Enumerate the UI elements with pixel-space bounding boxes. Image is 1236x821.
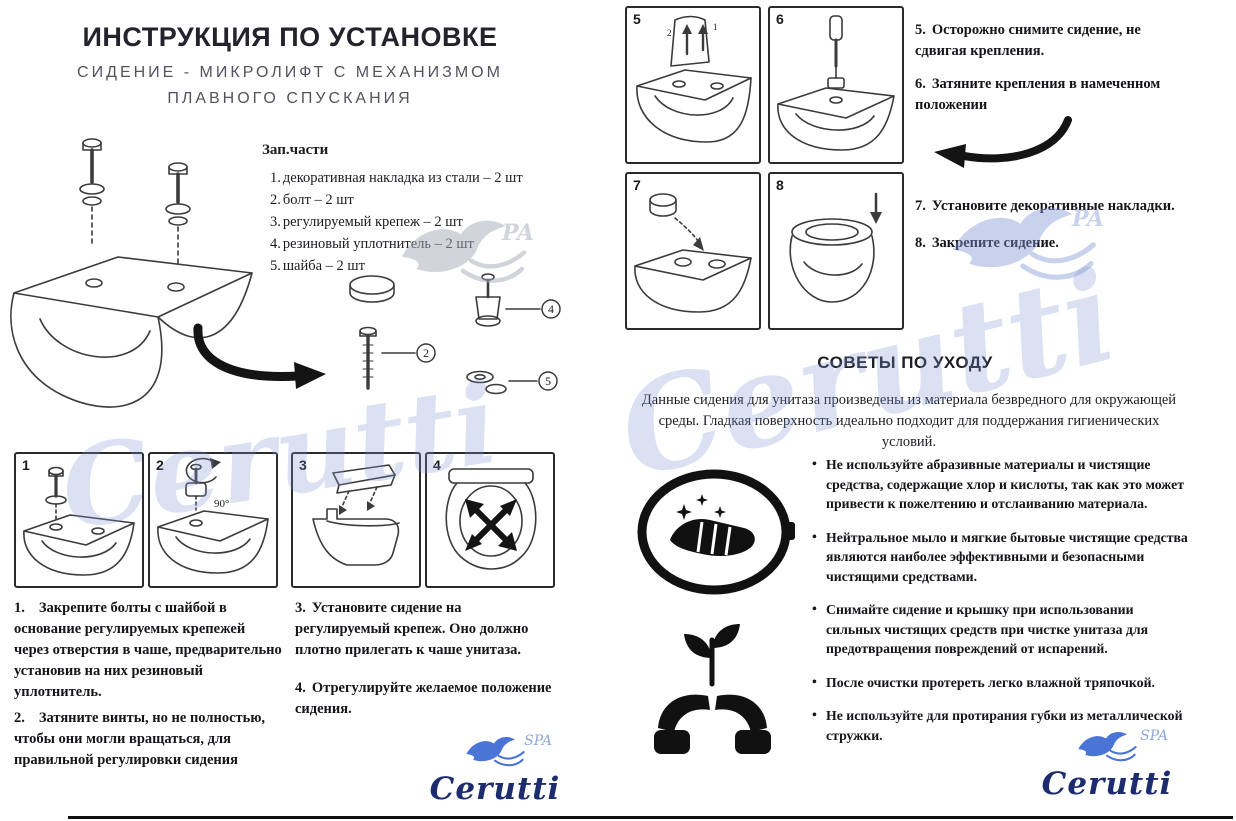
step-box-number: 4: [433, 457, 441, 473]
step-text-4: 4.Отрегулируйте желаемое положение сиден…: [295, 680, 552, 717]
page-title: ИНСТРУКЦИЯ ПО УСТАНОВКЕ: [82, 22, 498, 52]
list-item: 3.регулируемый крепеж – 2 шт: [270, 214, 463, 230]
list-item: Не используйте для протирания губки из м…: [812, 705, 1190, 745]
step-5-drawing: 2 1: [636, 15, 752, 143]
box5-mark-a: 2: [667, 28, 672, 38]
cerutti-logo: SPA Cerutti: [1028, 728, 1186, 802]
step-4-drawing: [445, 468, 537, 570]
logo-wordmark: Cerutti: [1041, 766, 1173, 802]
step-7-drawing: [634, 193, 752, 313]
step-text-8: 8.Закрепите сидение.: [915, 235, 1059, 251]
spare-parts-list: Зап.части 1.декоративная накладка из ста…: [262, 142, 562, 277]
bird-icon: [1075, 728, 1139, 770]
box5-mark-b: 1: [713, 22, 718, 32]
logo-spa-text: SPA: [524, 733, 552, 749]
cerutti-logo: SPA Cerutti: [420, 733, 570, 807]
step-2-drawing: 90°: [157, 457, 269, 574]
list-item: 2.болт – 2 шт: [270, 192, 354, 208]
eco-hands-icon: [650, 612, 775, 762]
step-box-3: 3: [291, 452, 421, 588]
step-3-drawing: [312, 464, 400, 566]
curved-arrow-icon: [186, 320, 336, 395]
step-box-number: 2: [156, 457, 164, 473]
step-box-number: 8: [776, 177, 784, 193]
step-box-5: 5 2 1: [625, 6, 761, 164]
step-box-number: 5: [633, 11, 641, 27]
parts-callout-diagram: 2 4 5: [330, 265, 580, 410]
callout-bolt: 2: [423, 346, 429, 360]
step-1-drawing: [23, 466, 135, 576]
list-item: 1.декоративная накладка из стали – 2 шт: [270, 170, 523, 186]
page-subtitle: СИДЕНИЕ - МИКРОЛИФТ С МЕХАНИЗМОМ ПЛАВНОГ…: [40, 60, 540, 112]
step-box-1: 1: [14, 452, 144, 588]
angle-label: 90°: [214, 498, 229, 510]
step-text-1: 1.Закрепите болты с шайбой в основание р…: [14, 600, 282, 700]
list-item: Не используйте абразивные материалы и чи…: [812, 454, 1190, 514]
callout-gasket: 4: [548, 302, 554, 316]
step-text-2: 2.Затяните винты, но не полностью, чтобы…: [14, 710, 266, 768]
list-item: Нейтральное мыло и мягкие бытовые чистящ…: [812, 527, 1190, 587]
step-box-number: 3: [299, 457, 307, 473]
step-6-drawing: [777, 15, 895, 151]
step-text-6: 6.Затяните крепления в намеченном положе…: [915, 76, 1161, 113]
subtitle-line-2: ПЛАВНОГО СПУСКАНИЯ: [167, 90, 413, 107]
list-item: 5.шайба – 2 шт: [270, 258, 365, 274]
spare-parts-heading: Зап.части: [262, 142, 329, 158]
list-item: После очистки протереть легко влажной тр…: [812, 672, 1190, 693]
step-box-7: 7: [625, 172, 761, 330]
curved-arrow-icon: [918, 110, 1078, 172]
step-box-number: 6: [776, 11, 784, 27]
list-item: Снимайте сидение и крышку при использова…: [812, 599, 1190, 659]
step-box-number: 1: [22, 457, 30, 473]
step-box-number: 7: [633, 177, 641, 193]
care-bullet-list: Не используйте абразивные материалы и чи…: [812, 454, 1190, 759]
step-box-8: 8: [768, 172, 904, 330]
bird-icon: [463, 733, 527, 775]
care-section-heading: СОВЕТЫ ПО УХОДУ: [817, 353, 993, 372]
step-text-7: 7.Установите декоративные накладки.: [915, 198, 1175, 214]
callout-washer: 5: [545, 374, 551, 388]
step-text-3: 3.Установите сидение на регулируемый кре…: [295, 600, 529, 658]
list-item: 4.резиновый уплотнитель – 2 шт: [270, 236, 474, 252]
subtitle-line-1: СИДЕНИЕ - МИКРОЛИФТ С МЕХАНИЗМОМ: [77, 64, 503, 81]
toilet-exploded-diagram: [0, 115, 265, 445]
cleaning-hand-icon: [632, 462, 802, 602]
bottom-divider: [68, 816, 1233, 819]
step-8-drawing: [789, 192, 882, 303]
logo-wordmark: Cerutti: [429, 771, 561, 807]
logo-spa-text: SPA: [1140, 728, 1168, 744]
step-box-6: 6: [768, 6, 904, 164]
step-text-5: 5.Осторожно снимите сидение, не сдвигая …: [915, 22, 1141, 59]
step-box-2: 2 90°: [148, 452, 278, 588]
step-box-4: 4: [425, 452, 555, 588]
care-intro-text: Данные сидения для унитаза произведены и…: [641, 392, 1177, 450]
